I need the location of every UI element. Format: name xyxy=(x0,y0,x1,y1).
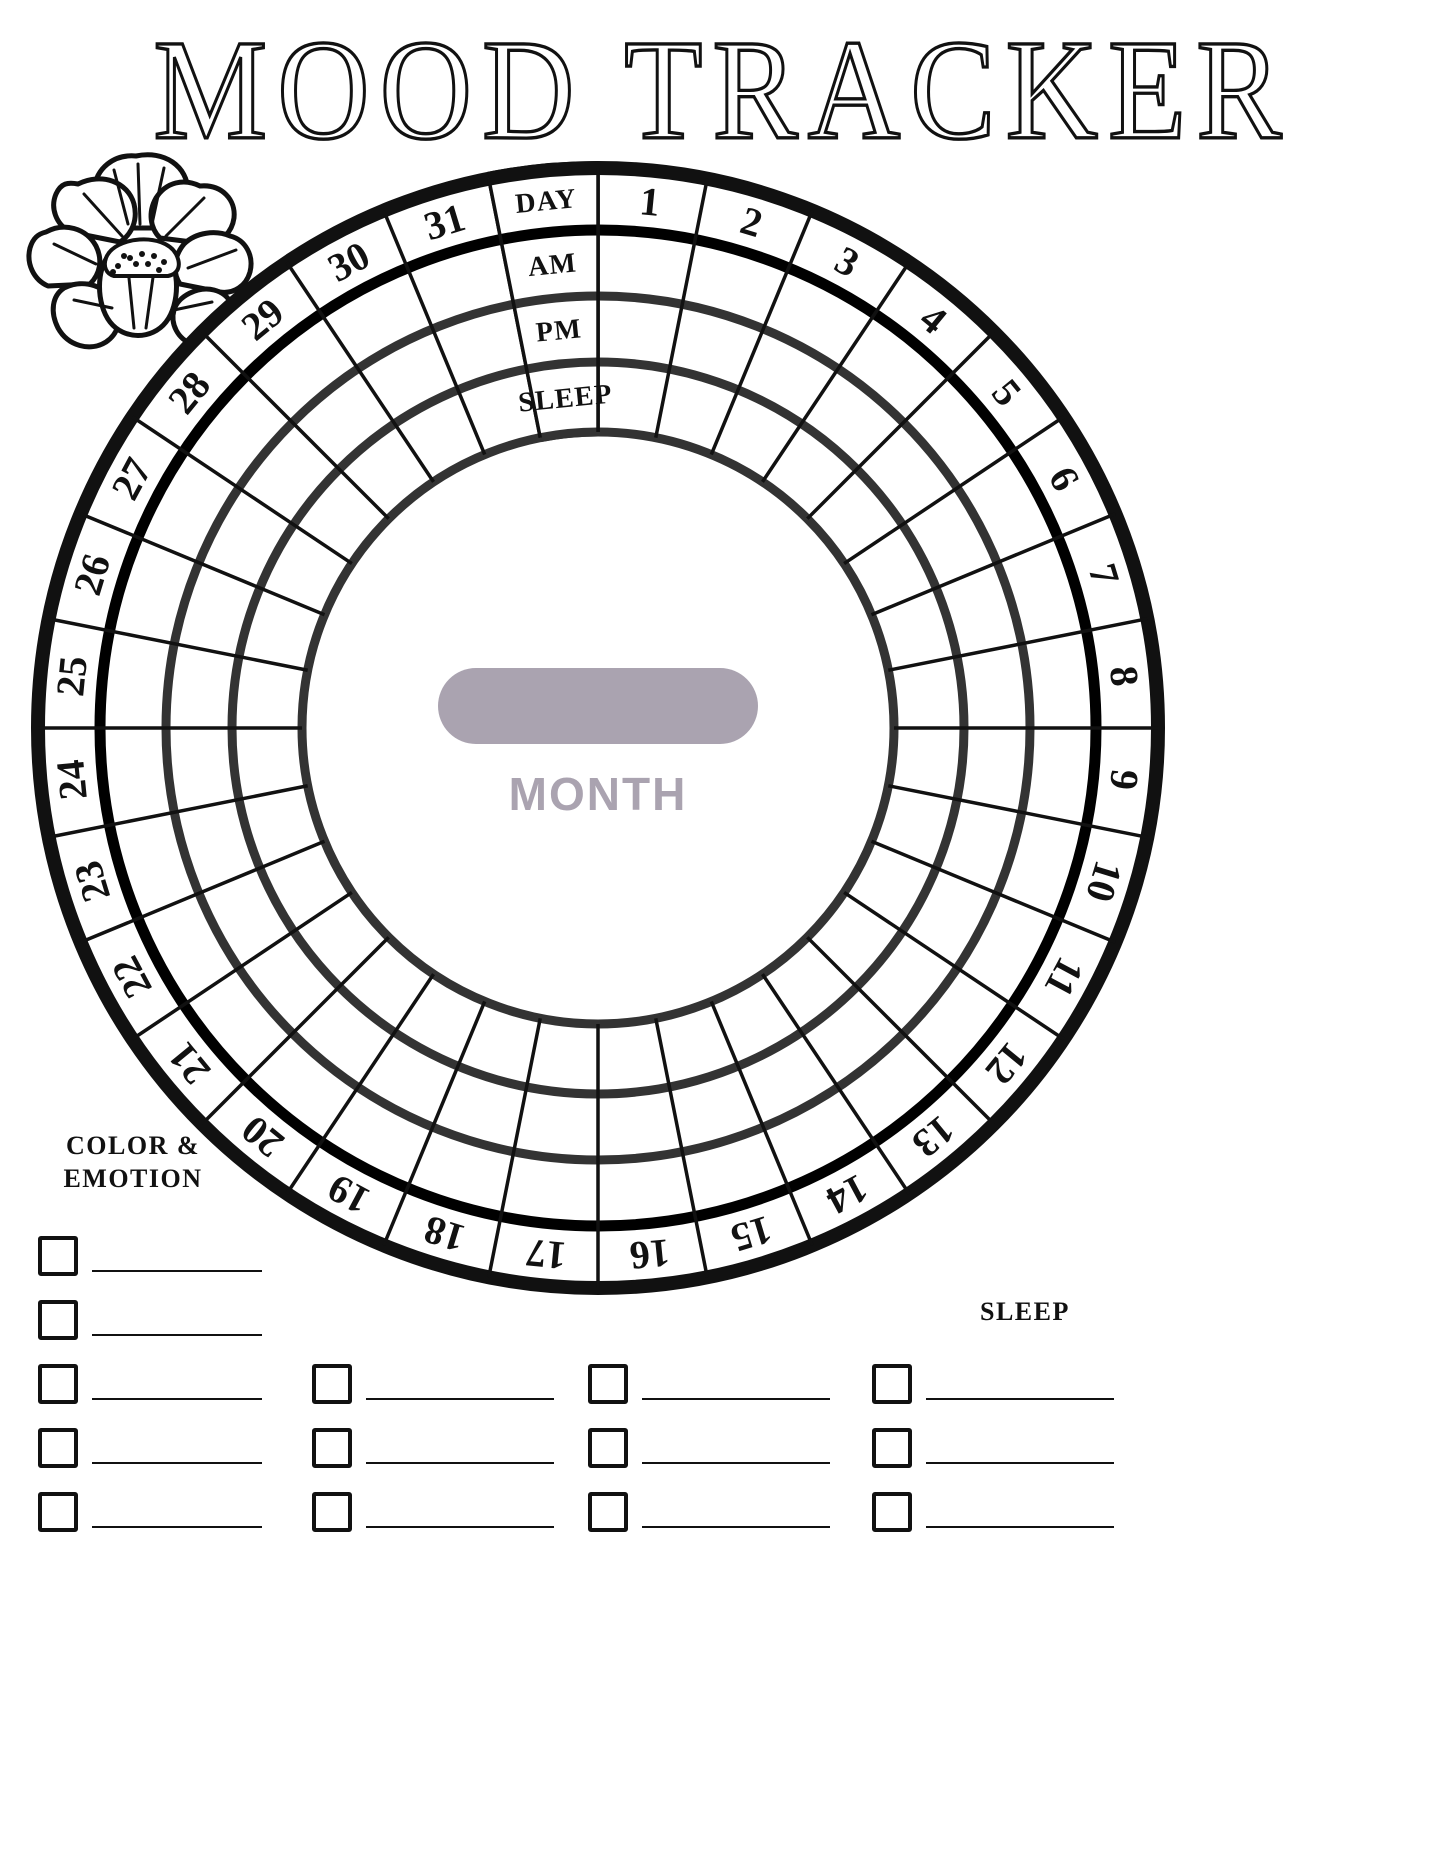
legend-write-line[interactable] xyxy=(642,1398,830,1400)
legend-checkbox[interactable] xyxy=(38,1364,78,1404)
legend-write-line[interactable] xyxy=(366,1398,554,1400)
legend-write-line[interactable] xyxy=(366,1526,554,1528)
legend-column-mood-b xyxy=(312,1340,554,1532)
title-bar: MOOD TRACKER xyxy=(0,16,1445,163)
legend-write-line[interactable] xyxy=(926,1462,1114,1464)
legend-checkbox[interactable] xyxy=(38,1236,78,1276)
legend-row xyxy=(312,1404,554,1468)
legend-area: COLOR & EMOTION SLEEP xyxy=(0,1120,1445,1871)
legend-column-mood-c xyxy=(588,1340,830,1532)
legend-checkbox[interactable] xyxy=(588,1428,628,1468)
legend-column-sleep xyxy=(872,1340,1114,1532)
legend-checkbox[interactable] xyxy=(312,1492,352,1532)
legend-row xyxy=(38,1404,262,1468)
legend-checkbox[interactable] xyxy=(312,1364,352,1404)
day-cell-24[interactable]: 24 xyxy=(47,758,96,802)
color-emotion-title: COLOR & EMOTION xyxy=(63,1131,203,1193)
legend-row xyxy=(588,1404,830,1468)
sleep-legend-title: SLEEP xyxy=(980,1297,1070,1326)
legend-row xyxy=(872,1340,1114,1404)
legend-checkbox[interactable] xyxy=(872,1492,912,1532)
day-cell-9[interactable]: 9 xyxy=(1101,768,1148,792)
ring-label-am: AM xyxy=(526,247,578,283)
page-title: MOOD TRACKER xyxy=(152,10,1292,170)
legend-row xyxy=(312,1468,554,1532)
ring-label-pm: PM xyxy=(535,313,584,348)
legend-row xyxy=(38,1212,262,1276)
legend-row xyxy=(38,1276,262,1340)
day-cell-25[interactable]: 25 xyxy=(47,654,96,698)
legend-row xyxy=(588,1340,830,1404)
legend-write-line[interactable] xyxy=(92,1462,262,1464)
day-cell-8[interactable]: 8 xyxy=(1101,664,1148,688)
legend-write-line[interactable] xyxy=(366,1462,554,1464)
legend-checkbox[interactable] xyxy=(38,1492,78,1532)
legend-checkbox[interactable] xyxy=(872,1364,912,1404)
legend-checkbox[interactable] xyxy=(38,1300,78,1340)
legend-checkbox[interactable] xyxy=(312,1428,352,1468)
legend-checkbox[interactable] xyxy=(588,1364,628,1404)
legend-write-line[interactable] xyxy=(92,1398,262,1400)
day-cell-16[interactable]: 16 xyxy=(628,1230,672,1279)
legend-write-line[interactable] xyxy=(642,1526,830,1528)
legend-write-line[interactable] xyxy=(642,1462,830,1464)
legend-write-line[interactable] xyxy=(926,1526,1114,1528)
legend-row xyxy=(872,1468,1114,1532)
legend-write-line[interactable] xyxy=(926,1398,1114,1400)
legend-write-line[interactable] xyxy=(92,1270,262,1272)
legend-checkbox[interactable] xyxy=(38,1428,78,1468)
legend-row xyxy=(38,1468,262,1532)
legend-row xyxy=(312,1340,554,1404)
ring-label-day: DAY xyxy=(514,183,578,220)
legend-row xyxy=(872,1404,1114,1468)
legend-checkbox[interactable] xyxy=(872,1428,912,1468)
legend-row xyxy=(38,1340,262,1404)
month-input[interactable] xyxy=(438,668,758,744)
month-label: MONTH xyxy=(509,768,688,820)
legend-write-line[interactable] xyxy=(92,1334,262,1336)
legend-row xyxy=(588,1468,830,1532)
day-cell-1[interactable]: 1 xyxy=(638,178,662,225)
legend-checkbox[interactable] xyxy=(588,1492,628,1532)
day-cell-17[interactable]: 17 xyxy=(524,1230,568,1279)
legend-write-line[interactable] xyxy=(92,1526,262,1528)
legend-column-color-emotion xyxy=(38,1212,262,1532)
